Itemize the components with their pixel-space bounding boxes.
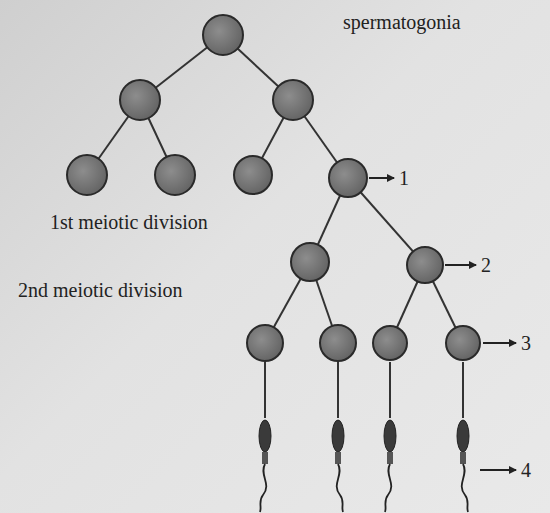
cells [67,15,480,361]
callout-number: 1 [399,167,409,189]
division-label: 2nd meiotic division [18,279,182,301]
callout-number: 4 [521,459,531,481]
division-label: 1st meiotic division [50,211,208,233]
callout-number: 2 [481,254,491,276]
sperm-cells [259,420,469,512]
callout-number: 3 [521,332,531,354]
pointer-arrows [369,178,516,470]
stage-label: spermatogonia [343,11,461,33]
